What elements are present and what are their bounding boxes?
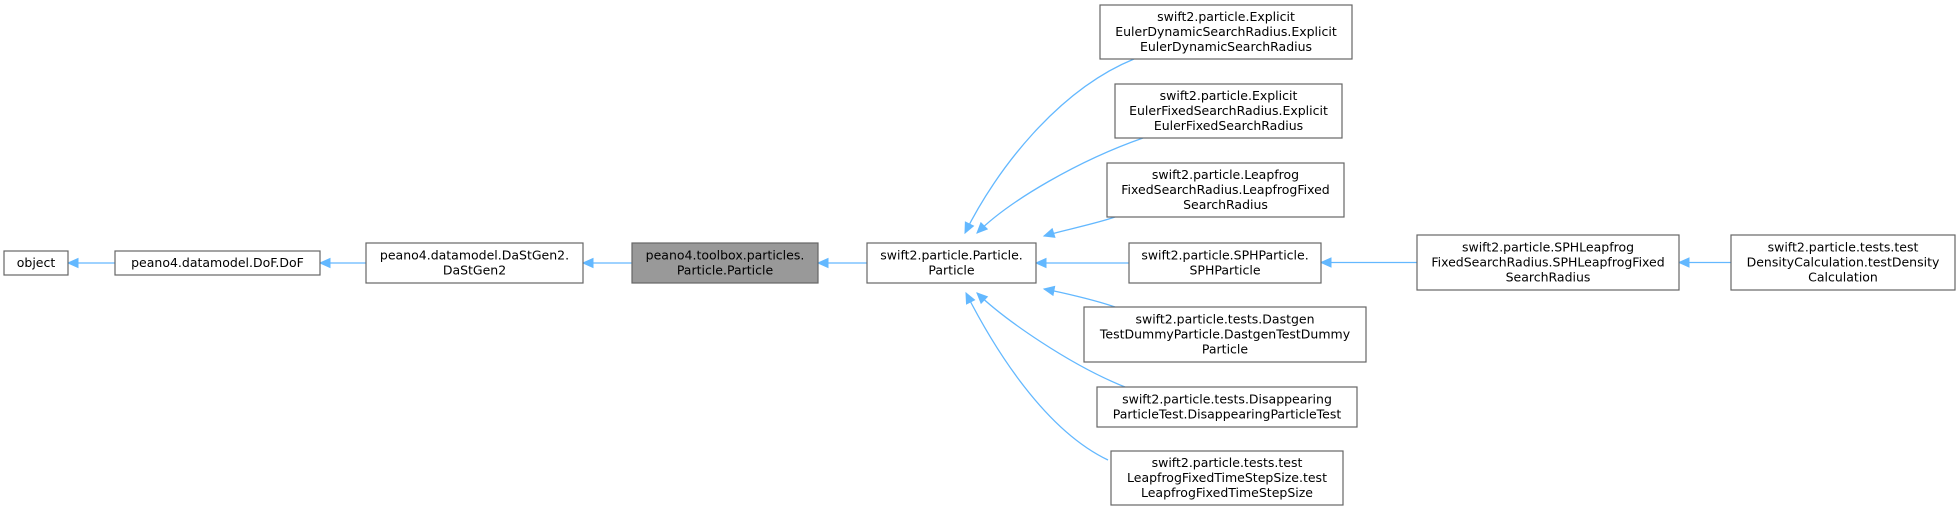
- class-node-label-line: SPHParticle: [1189, 263, 1260, 278]
- class-node-box: [631, 242, 819, 284]
- edge-arrowhead: [1034, 257, 1047, 269]
- class-node-box: [1099, 4, 1353, 60]
- edge-line: [976, 137, 1144, 234]
- class-node-label-line: Particle: [1202, 342, 1248, 357]
- edge-arrowhead: [1042, 227, 1056, 238]
- class-node-box: [1128, 242, 1322, 284]
- edge-arrowhead: [976, 292, 989, 305]
- inheritance-edge-toolbox-particle-to-dastgen2: [581, 257, 632, 269]
- class-node-sph-particle[interactable]: swift2.particle.SPHParticle.SPHParticle: [1128, 242, 1322, 284]
- class-node-label-line: peano4.toolbox.particles.: [646, 248, 805, 263]
- edge-arrowhead: [976, 221, 989, 234]
- class-node-toolbox-particle[interactable]: peano4.toolbox.particles.Particle.Partic…: [631, 242, 819, 284]
- class-node-box: [114, 250, 321, 276]
- class-node-label-line: FixedSearchRadius.LeapfrogFixed: [1121, 182, 1330, 197]
- class-node-dof[interactable]: peano4.datamodel.DoF.DoF: [114, 250, 321, 276]
- class-node-object[interactable]: object: [3, 250, 69, 276]
- edge-line: [1043, 288, 1116, 308]
- class-node-label-line: TestDummyParticle.DastgenTestDummy: [1099, 327, 1351, 342]
- class-node-label-line: DensityCalculation.testDensity: [1747, 255, 1940, 270]
- edges-layer: [66, 58, 1731, 461]
- class-node-label-line: swift2.particle.tests.test: [1768, 240, 1919, 255]
- class-node-label-line: ParticleTest.DisappearingParticleTest: [1113, 407, 1342, 422]
- class-node-label-line: EulerDynamicSearchRadius: [1140, 39, 1312, 54]
- class-node-label-line: swift2.particle.Explicit: [1160, 88, 1298, 103]
- inheritance-edge-sph-leapfrog-to-sph-particle: [1319, 257, 1417, 268]
- edge-arrowhead: [581, 257, 594, 269]
- class-node-swift-particle[interactable]: swift2.particle.Particle.Particle: [866, 242, 1037, 284]
- inheritance-edge-density-calc-to-sph-leapfrog: [1677, 257, 1731, 268]
- inheritance-edge-leapfrog-fixed-to-swift-particle: [1042, 216, 1116, 238]
- nodes-layer: object peano4.datamodel.DoF.DoF peano4.dat…: [3, 4, 1956, 506]
- class-node-leapfrog-fixed[interactable]: swift2.particle.LeapfrogFixedSearchRadiu…: [1106, 162, 1345, 218]
- inheritance-edge-disappearing-to-swift-particle: [976, 292, 1126, 388]
- class-node-label-line: SearchRadius: [1183, 197, 1268, 212]
- class-node-box: [1106, 162, 1345, 218]
- edge-arrowhead: [66, 257, 79, 269]
- class-node-label-line: Calculation: [1808, 270, 1878, 285]
- class-node-sph-leapfrog[interactable]: swift2.particle.SPHLeapfrogFixedSearchRa…: [1416, 234, 1680, 291]
- class-node-box: [1730, 234, 1956, 291]
- class-node-label-line: SearchRadius: [1506, 270, 1591, 285]
- class-node-box: [3, 250, 69, 276]
- edge-arrowhead: [1677, 257, 1690, 268]
- inheritance-edge-dastgen-test-dummy-to-swift-particle: [1042, 285, 1116, 308]
- class-node-label-line: swift2.particle.Particle.: [880, 248, 1023, 263]
- class-node-label-line: Particle: [928, 263, 974, 278]
- class-node-dastgen2[interactable]: peano4.datamodel.DaStGen2.DaStGen2: [365, 242, 584, 284]
- class-node-box: [365, 242, 584, 284]
- edge-arrowhead: [964, 221, 975, 235]
- class-node-box: [1096, 386, 1358, 428]
- edge-line: [965, 292, 1109, 461]
- inheritance-edge-dof-to-object: [66, 257, 115, 269]
- class-node-explicit-dynamic[interactable]: swift2.particle.ExplicitEulerDynamicSear…: [1099, 4, 1353, 60]
- inheritance-edge-explicit-dynamic-to-swift-particle: [964, 58, 1135, 235]
- class-node-label-line: EulerFixedSearchRadius.Explicit: [1129, 103, 1328, 118]
- class-node-label-line: swift2.particle.tests.Disappearing: [1122, 392, 1332, 407]
- inheritance-edge-explicit-fixed-to-swift-particle: [976, 137, 1144, 234]
- class-node-label-line: swift2.particle.Explicit: [1157, 9, 1295, 24]
- class-node-label-line: swift2.particle.SPHParticle.: [1141, 248, 1308, 263]
- class-node-disappearing[interactable]: swift2.particle.tests.DisappearingPartic…: [1096, 386, 1358, 428]
- edge-arrowhead: [1042, 285, 1056, 297]
- edge-line: [976, 292, 1126, 388]
- class-node-label-line: LeapfrogFixedTimeStepSize.test: [1127, 470, 1327, 485]
- class-node-box: [866, 242, 1037, 284]
- class-node-leapfrog-timestep[interactable]: swift2.particle.tests.testLeapfrogFixedT…: [1110, 450, 1344, 506]
- class-node-label-line: object: [17, 255, 56, 270]
- class-node-box: [1416, 234, 1680, 291]
- class-node-box: [1114, 83, 1343, 139]
- edge-line: [1043, 216, 1116, 237]
- edge-arrowhead: [965, 291, 976, 305]
- class-node-label-line: EulerFixedSearchRadius: [1154, 118, 1303, 133]
- class-node-label-line: DaStGen2: [443, 263, 506, 278]
- class-node-label-line: swift2.particle.tests.test: [1152, 455, 1303, 470]
- class-node-box: [1110, 450, 1344, 506]
- class-node-explicit-fixed[interactable]: swift2.particle.ExplicitEulerFixedSearch…: [1114, 83, 1343, 139]
- class-node-label-line: swift2.particle.Leapfrog: [1152, 167, 1299, 182]
- class-node-label-line: FixedSearchRadius.SPHLeapfrogFixed: [1431, 255, 1664, 270]
- class-node-dastgen-test-dummy[interactable]: swift2.particle.tests.DastgenTestDummyPa…: [1083, 306, 1367, 363]
- class-node-label-line: peano4.datamodel.DoF.DoF: [131, 255, 304, 270]
- class-node-label-line: LeapfrogFixedTimeStepSize: [1141, 485, 1313, 500]
- inheritance-edge-swift-particle-to-toolbox-particle: [816, 257, 867, 269]
- edge-arrowhead: [318, 257, 331, 269]
- class-node-label-line: EulerDynamicSearchRadius.Explicit: [1115, 24, 1337, 39]
- edge-arrowhead: [1319, 257, 1332, 268]
- inheritance-edge-dastgen2-to-dof: [318, 257, 366, 269]
- class-node-box: [1083, 306, 1367, 363]
- edge-arrowhead: [816, 257, 829, 269]
- inheritance-edge-leapfrog-timestep-to-swift-particle: [965, 291, 1109, 461]
- class-node-label-line: swift2.particle.SPHLeapfrog: [1462, 240, 1634, 255]
- class-node-label-line: peano4.datamodel.DaStGen2.: [380, 248, 569, 263]
- class-node-label-line: Particle.Particle: [677, 263, 774, 278]
- class-node-density-calc[interactable]: swift2.particle.tests.testDensityCalcula…: [1730, 234, 1956, 291]
- inheritance-edge-sph-particle-to-swift-particle: [1034, 257, 1129, 269]
- class-node-label-line: swift2.particle.tests.Dastgen: [1135, 312, 1314, 327]
- edge-line: [964, 58, 1135, 234]
